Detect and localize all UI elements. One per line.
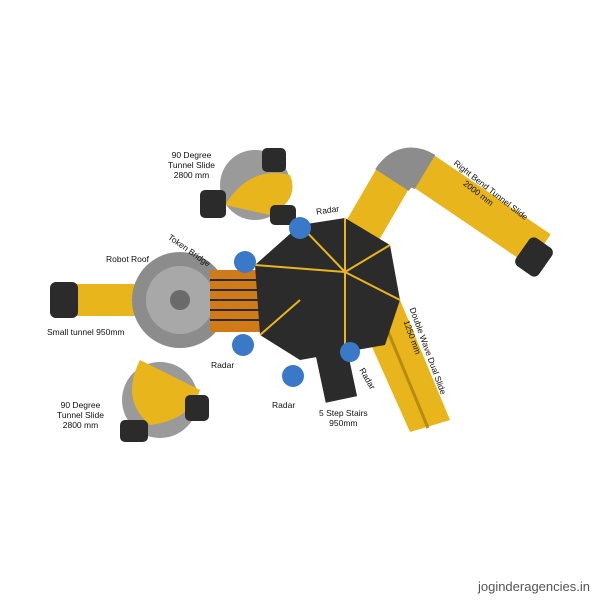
label-stairs: 5 Step Stairs 950mm (319, 408, 368, 428)
label-tunnel-slide-top: 90 Degree Tunnel Slide 2800 mm (168, 150, 215, 180)
robot-roof (132, 252, 228, 348)
tunnel-slide-bottom (120, 360, 209, 442)
watermark: joginderagencies.in (477, 579, 590, 594)
label-small-tunnel: Small tunnel 950mm (47, 327, 125, 337)
right-bend-tunnel-slide (343, 147, 553, 277)
label-tunnel-slide-bottom: 90 Degree Tunnel Slide 2800 mm (57, 400, 104, 430)
token-bridge (210, 270, 262, 332)
radar-icons (232, 217, 360, 387)
tunnel-slide-top (200, 148, 296, 225)
label-radar-bottom: Radar (272, 400, 296, 410)
label-radar-left: Radar (211, 360, 235, 370)
label-robot-roof: Robot Roof (106, 254, 149, 264)
hexagon-deck (254, 218, 401, 360)
